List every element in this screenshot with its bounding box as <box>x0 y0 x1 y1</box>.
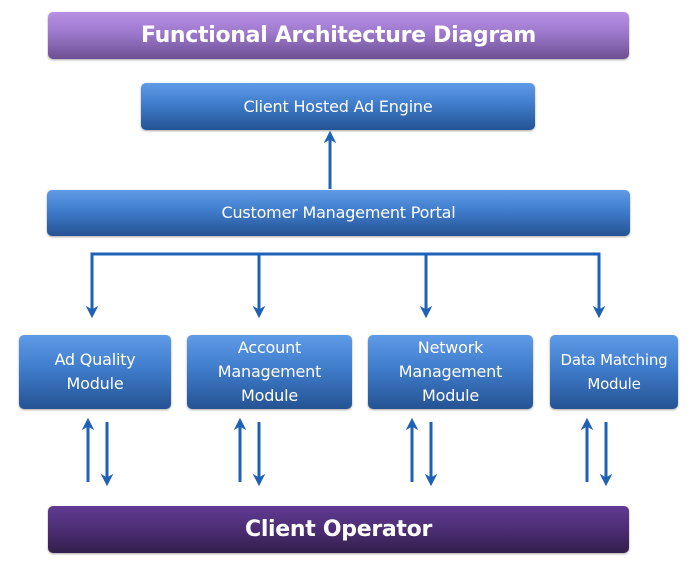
node-customer-management-portal: Customer Management Portal <box>47 190 630 236</box>
node-label-line: Module <box>422 386 479 405</box>
node-ad-quality-module: Ad Quality Module <box>19 335 171 409</box>
node-label-line: Module <box>66 374 124 393</box>
node-label: Customer Management Portal <box>221 203 456 222</box>
node-data-matching-module: Data Matching Module <box>550 335 678 409</box>
node-label-line: Data Matching <box>560 351 668 369</box>
node-client-hosted-ad-engine: Client Hosted Ad Engine <box>141 83 535 130</box>
node-label-line: Network <box>417 338 484 357</box>
node-client-operator: Client Operator <box>48 506 629 553</box>
node-label-line: Ad Quality <box>54 350 136 369</box>
diagram-title: Functional Architecture Diagram <box>48 12 629 59</box>
node-label-line: Module <box>587 375 641 393</box>
node-label-line: Account <box>237 338 302 357</box>
node-account-management-module: Account Management Module <box>187 335 352 409</box>
node-label-line: Management <box>398 362 503 381</box>
diagram-title-text: Functional Architecture Diagram <box>140 23 537 48</box>
node-network-management-module: Network Management Module <box>368 335 533 409</box>
node-label-line: Management <box>217 362 322 381</box>
portal-bus-line <box>90 252 601 312</box>
node-label: Client Operator <box>244 517 433 542</box>
node-label-line: Module <box>241 386 298 405</box>
node-label: Client Hosted Ad Engine <box>243 96 433 116</box>
